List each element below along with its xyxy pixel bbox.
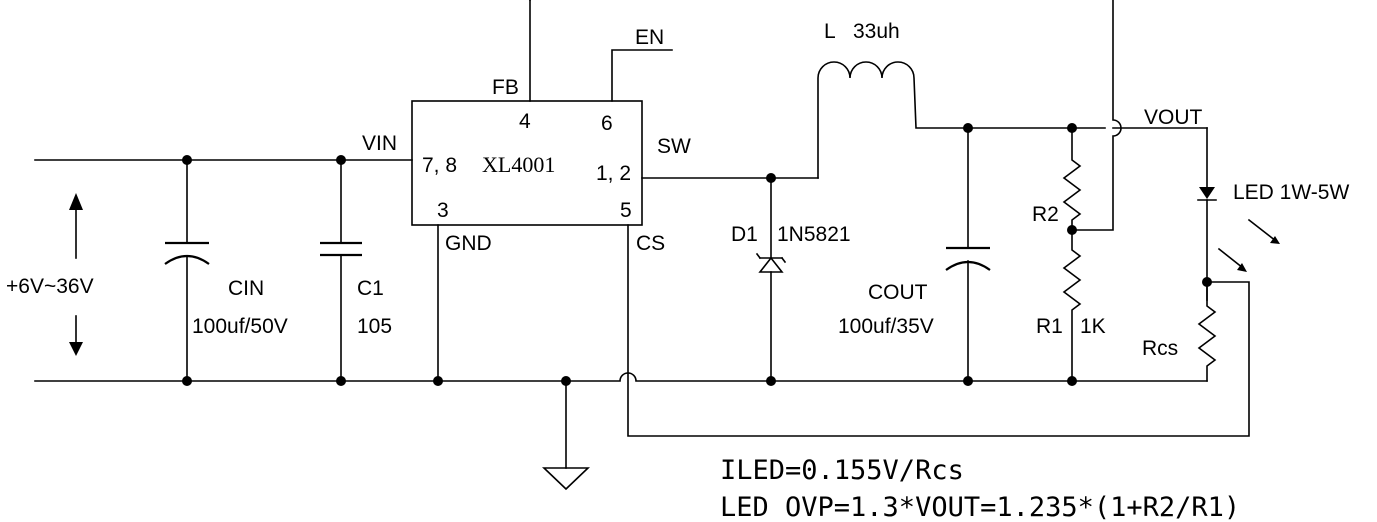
en-wire: [611, 49, 673, 102]
resistor-rcs: [1197, 281, 1217, 382]
cout-capacitor: [945, 127, 991, 382]
inductor-l: [817, 61, 1106, 179]
led: [1197, 127, 1217, 301]
input-voltage-arrow: [69, 193, 83, 356]
r2-name: R2: [1032, 203, 1059, 226]
pin-sw-number: 1, 2: [596, 162, 631, 185]
c1-name: C1: [357, 277, 384, 300]
cout-value: 100uf/35V: [838, 315, 934, 338]
ground-rail: [34, 372, 1208, 382]
pin-fb-number: 4: [519, 110, 531, 133]
inductor-value: 33uh: [853, 20, 900, 43]
ground-symbol: [542, 380, 590, 491]
inductor-name: L: [824, 20, 836, 43]
r1-value: 1K: [1080, 315, 1106, 338]
diode-d1: [755, 177, 787, 382]
pin-cs-number: 5: [620, 199, 632, 222]
pin-en-number: 6: [601, 112, 613, 135]
pin-vin-number: 7, 8: [422, 154, 457, 177]
cin-value: 100uf/50V: [192, 315, 288, 338]
diode-name: D1: [731, 223, 758, 246]
cin-name: CIN: [228, 277, 264, 300]
pin-vin-label: VIN: [362, 132, 397, 155]
pin-en-label: EN: [635, 26, 664, 49]
iled-formula: ILED=0.155V/Rcs: [720, 455, 964, 486]
pin-gnd-number: 3: [437, 199, 449, 222]
fb-return-wire: [1071, 0, 1122, 231]
cin-capacitor: [164, 159, 210, 382]
led-emission-arrows: [1217, 218, 1280, 272]
cs-feedback-wire: [627, 224, 1250, 437]
junction-dots: [182, 123, 1212, 386]
ic-name: XL4001: [482, 152, 555, 177]
ic-body: [411, 100, 643, 226]
input-voltage-label: +6V~36V: [6, 275, 94, 298]
led-label: LED 1W-5W: [1233, 181, 1349, 204]
resistor-r1: [1062, 229, 1082, 382]
c1-capacitor: [320, 159, 362, 382]
pin-fb-label: FB: [492, 76, 519, 99]
pin-sw-label: SW: [657, 135, 691, 158]
rcs-name: Rcs: [1142, 337, 1178, 360]
ovp-formula: LED OVP=1.3*VOUT=1.235*(1+R2/R1): [720, 492, 1240, 522]
pin-cs-label: CS: [636, 232, 665, 255]
pin-gnd-label: GND: [445, 232, 492, 255]
vout-label: VOUT: [1144, 106, 1203, 129]
diode-value: 1N5821: [777, 223, 851, 246]
r1-name: R1: [1036, 315, 1063, 338]
c1-value: 105: [357, 315, 392, 338]
cout-name: COUT: [868, 281, 928, 304]
resistor-r2: [1062, 127, 1082, 231]
